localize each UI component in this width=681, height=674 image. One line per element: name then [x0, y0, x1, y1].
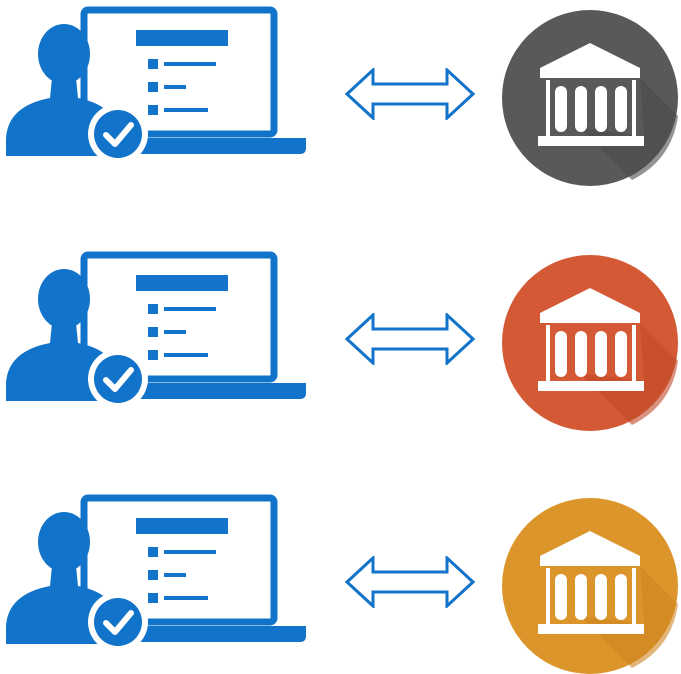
- user-with-laptop-checkmark-icon: [6, 6, 306, 166]
- bank-building-icon: [502, 10, 678, 186]
- user-with-laptop-checkmark-icon: [6, 494, 306, 654]
- user-with-laptop-checkmark-icon: [6, 251, 306, 411]
- connection-row-3: [0, 488, 681, 674]
- bank-building-icon: [502, 498, 678, 674]
- double-headed-arrow-icon: [345, 313, 475, 365]
- connection-row-2: [0, 245, 681, 431]
- double-headed-arrow-icon: [345, 556, 475, 608]
- bank-building-icon: [502, 255, 678, 431]
- double-headed-arrow-icon: [345, 68, 475, 120]
- connection-row-1: [0, 0, 681, 186]
